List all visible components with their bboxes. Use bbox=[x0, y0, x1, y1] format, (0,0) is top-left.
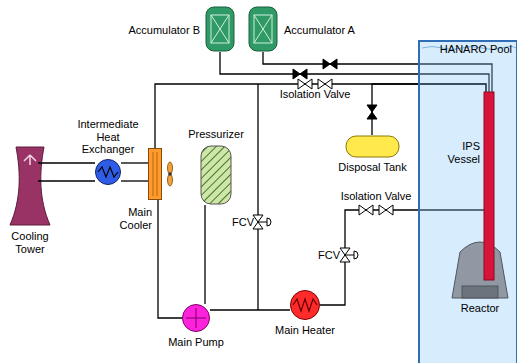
pipe-line bbox=[158, 200, 182, 318]
fcv-stem bbox=[345, 255, 354, 256]
fcv-actuator bbox=[267, 218, 271, 226]
label-holder: FCV bbox=[312, 249, 340, 262]
label-holder: Isolation Valve bbox=[270, 88, 360, 101]
accumulator-tank-shape bbox=[248, 6, 278, 52]
disposal-tank-shape bbox=[345, 135, 400, 158]
label-holder: HANARO Pool bbox=[430, 43, 512, 56]
main-cooler-shape bbox=[148, 148, 162, 200]
fcv-actuator bbox=[354, 251, 358, 259]
label-holder: Disposal Tank bbox=[330, 161, 415, 174]
main-pump-shape bbox=[182, 304, 210, 332]
heat-exchanger-shape bbox=[95, 159, 121, 185]
valve-label: FCV bbox=[312, 249, 340, 262]
component-label: Main Heater bbox=[265, 324, 345, 337]
valve-label: Isolation Valve bbox=[334, 190, 418, 203]
isolation-valve-symbol bbox=[318, 79, 332, 89]
label-holder: Reactor bbox=[450, 302, 510, 315]
label-holder: Cooling Tower bbox=[2, 230, 58, 255]
main-heater-shape bbox=[290, 290, 320, 320]
component-label: Intermediate Heat Exchanger bbox=[74, 118, 142, 156]
component-label: Pressurizer bbox=[180, 128, 252, 141]
cooling-tower-shape bbox=[8, 145, 52, 225]
pipe-line bbox=[52, 162, 95, 163]
component-label: Disposal Tank bbox=[330, 161, 415, 174]
label-holder: Main Cooler bbox=[110, 206, 152, 231]
component-label: IPS Vessel bbox=[430, 140, 480, 165]
component-label: Main Cooler bbox=[110, 206, 152, 231]
label-holder: IPS Vessel bbox=[430, 140, 480, 165]
isolation-valve-symbol bbox=[298, 79, 312, 89]
disposal-tank: Disposal Tank bbox=[345, 135, 400, 158]
accumulator-tank: Accumulator A bbox=[248, 6, 278, 52]
main-cooler: Main Cooler bbox=[148, 148, 162, 200]
cooler-fan bbox=[168, 162, 173, 186]
isolation-valve-symbol bbox=[379, 205, 393, 215]
label-holder: Main Heater bbox=[265, 324, 345, 337]
pressurizer: Pressurizer bbox=[200, 145, 232, 205]
component-label: Accumulator B bbox=[120, 24, 200, 37]
pool-region: HANARO PoolIPS VesselReactor bbox=[418, 40, 517, 363]
check-valve-symbol bbox=[367, 105, 377, 119]
component-label: Cooling Tower bbox=[2, 230, 58, 255]
label-holder: Accumulator A bbox=[284, 24, 364, 37]
heat-exchanger: Intermediate Heat Exchanger bbox=[95, 159, 121, 185]
pipe-line bbox=[204, 205, 205, 304]
check-valve-symbol bbox=[323, 59, 337, 69]
accumulator-tank: Accumulator B bbox=[205, 6, 235, 52]
label-holder: Intermediate Heat Exchanger bbox=[74, 118, 142, 156]
valve-label: Isolation Valve bbox=[270, 88, 360, 101]
pipe-line bbox=[210, 309, 290, 310]
label-holder: Isolation Valve bbox=[334, 190, 418, 203]
pressurizer-shape bbox=[200, 145, 232, 205]
pipe-line bbox=[121, 180, 148, 181]
pipe-line bbox=[121, 162, 148, 163]
component-label: Accumulator A bbox=[284, 24, 364, 37]
component-label: Main Pump bbox=[160, 336, 232, 349]
label-holder: Pressurizer bbox=[180, 128, 252, 141]
component-label: Reactor bbox=[450, 302, 510, 315]
component-label: HANARO Pool bbox=[430, 43, 512, 56]
fcv-stem bbox=[258, 222, 267, 223]
main-heater: Main Heater bbox=[290, 290, 320, 320]
main-pump: Main Pump bbox=[182, 304, 210, 332]
ips-vessel-shape bbox=[484, 92, 494, 280]
pool-region-shape bbox=[418, 40, 517, 363]
bypass-line bbox=[257, 84, 258, 310]
cooling-tower: Cooling Tower bbox=[8, 145, 52, 225]
label-holder: Main Pump bbox=[160, 336, 232, 349]
ips-vessel: IPS Vessel bbox=[484, 92, 494, 280]
label-holder: Accumulator B bbox=[120, 24, 200, 37]
label-holder: FCV bbox=[226, 216, 254, 229]
reactor-core-shape bbox=[448, 228, 512, 298]
pipe-line bbox=[52, 180, 95, 181]
reactor-core: Reactor bbox=[448, 228, 512, 298]
check-valve-symbol bbox=[293, 69, 307, 79]
accumulator-tank-shape bbox=[205, 6, 235, 52]
isolation-valve-symbol bbox=[359, 205, 373, 215]
valve-label: FCV bbox=[226, 216, 254, 229]
